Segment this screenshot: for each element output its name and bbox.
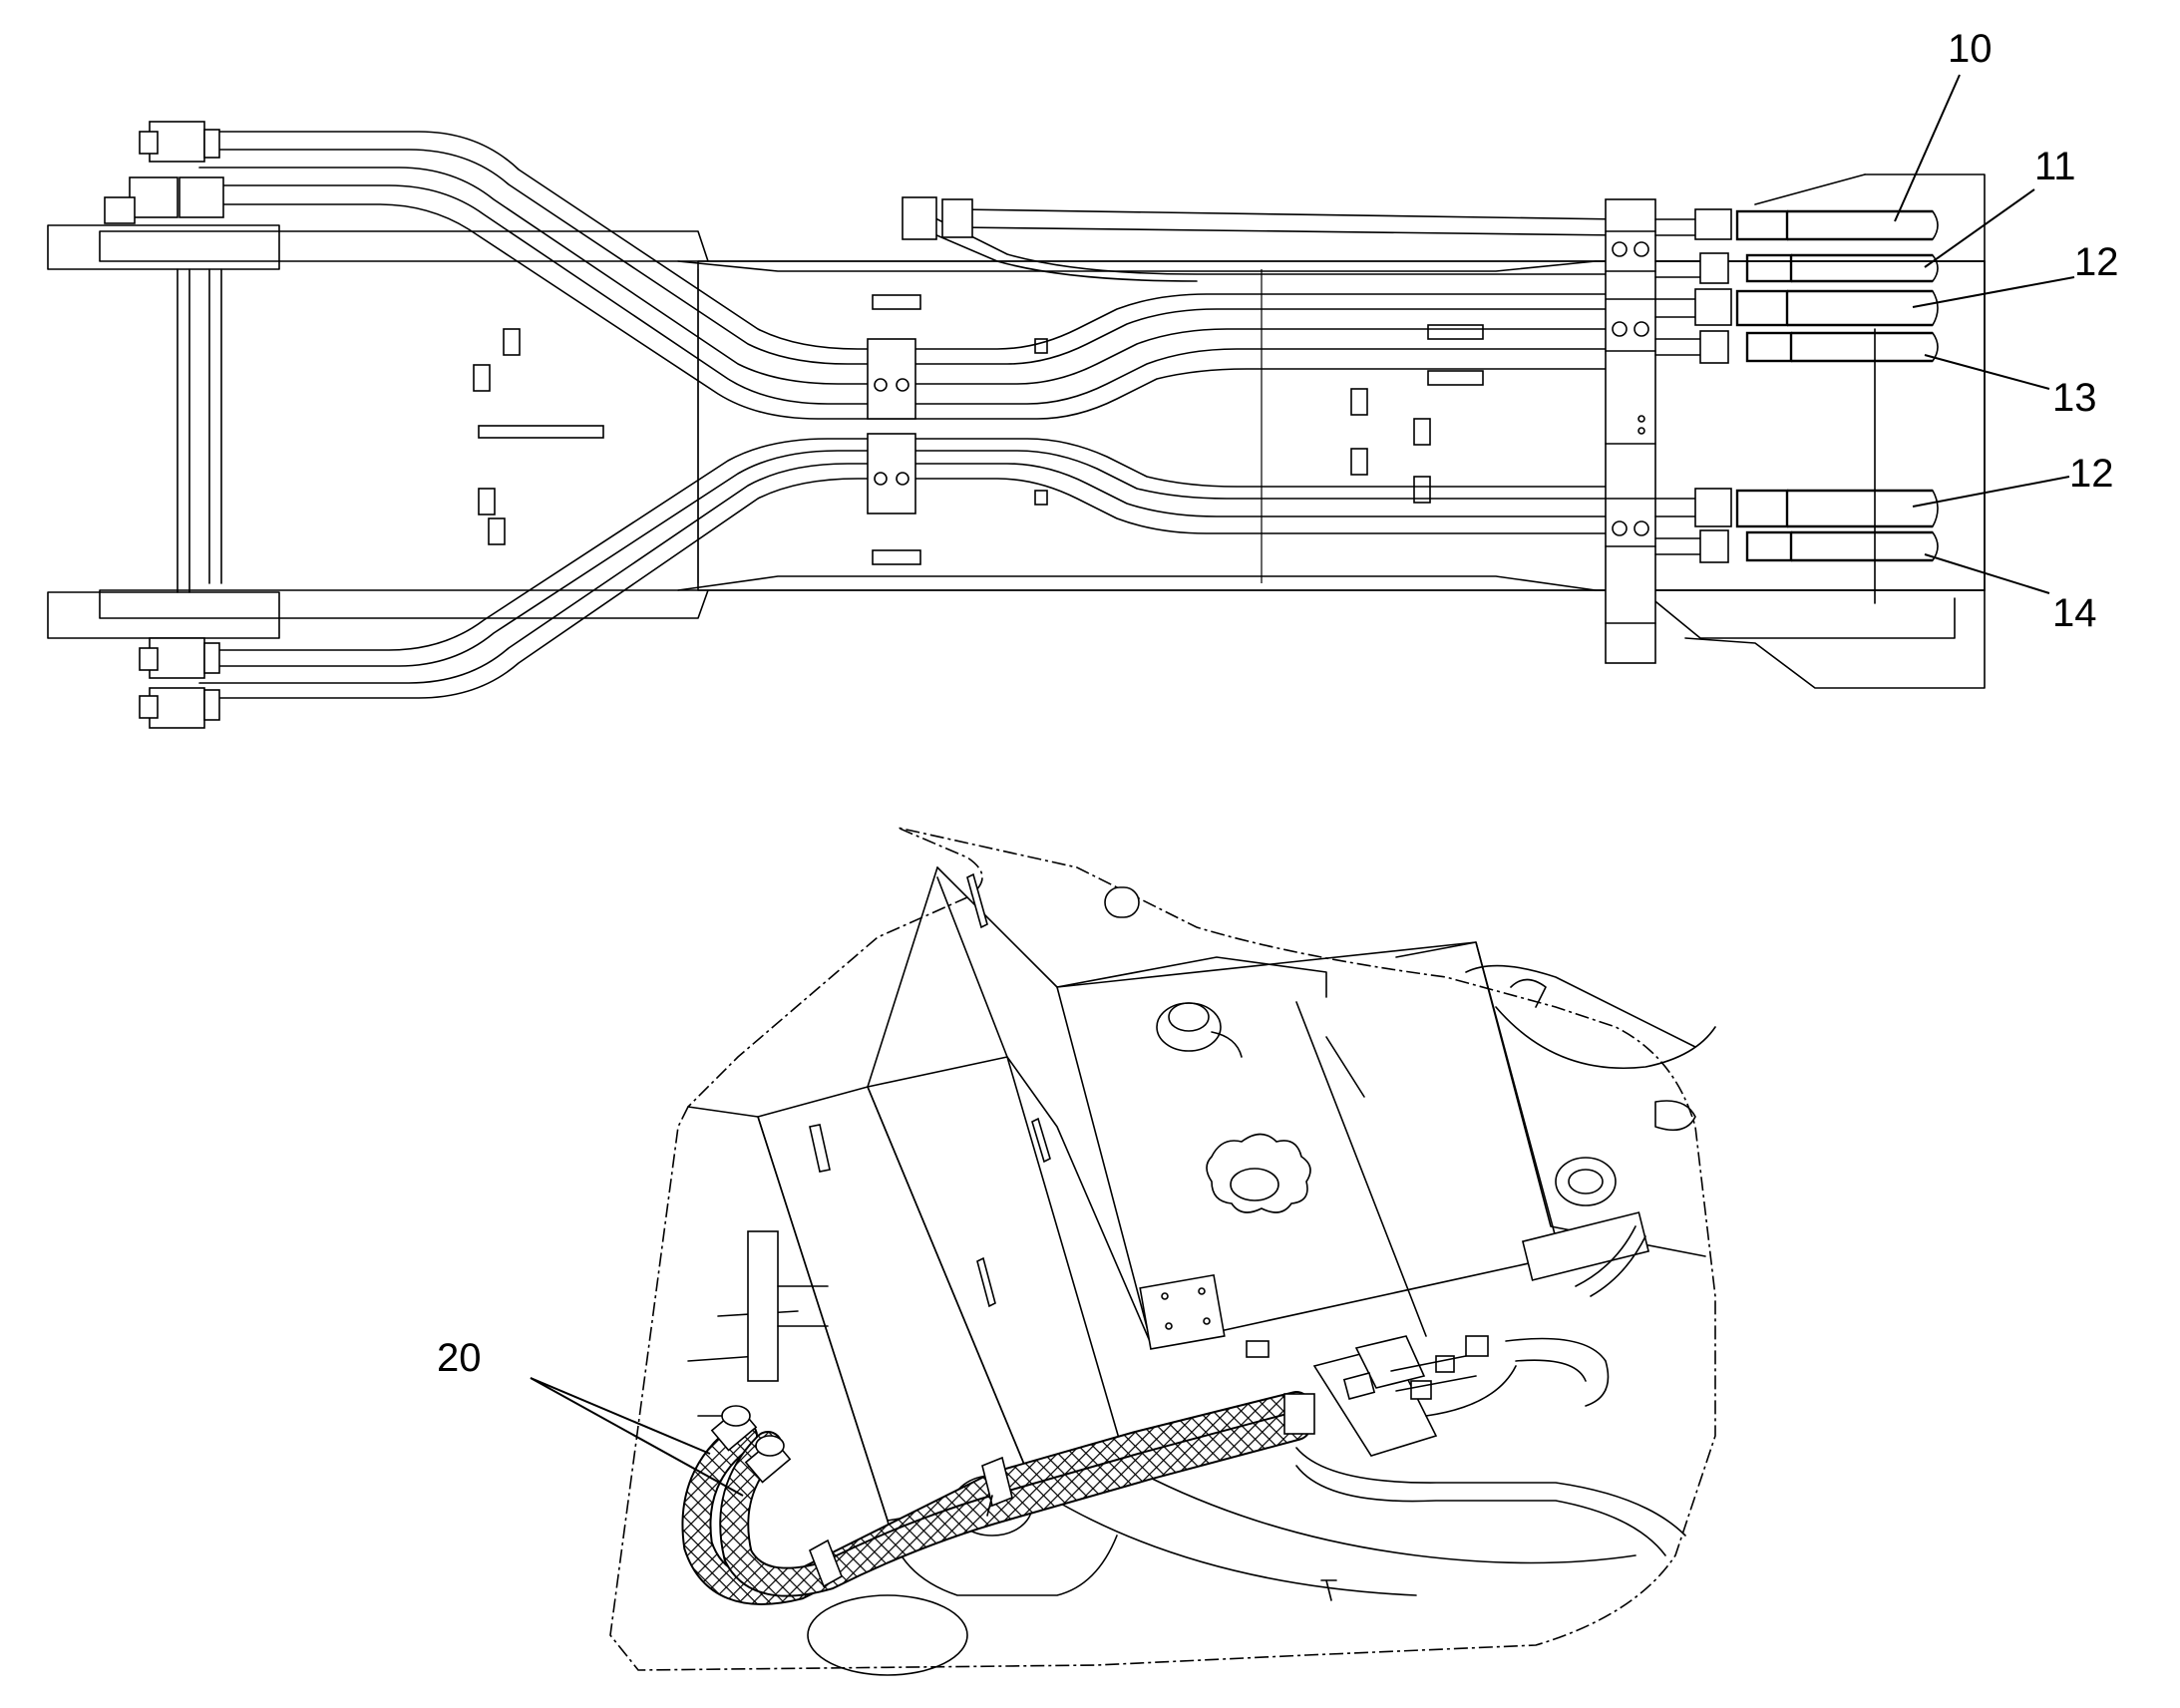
right-structure	[1395, 941, 1716, 1281]
detail-callouts: 20	[437, 1336, 744, 1497]
callout-12-lower: 12	[2069, 452, 2114, 496]
callout-14: 14	[2052, 591, 2097, 635]
frame-mounting-plates	[473, 294, 1484, 565]
braided-hoses-20	[681, 1391, 1315, 1605]
right-manifold	[1605, 198, 1656, 664]
left-cylinder-fittings	[104, 121, 224, 729]
control-valve	[1246, 1225, 1686, 1556]
callout-13: 13	[2052, 376, 2097, 420]
hose-13	[1654, 330, 1939, 364]
right-hose-ends	[1654, 208, 1939, 563]
callout-11: 11	[2034, 145, 2076, 188]
lower-chassis	[687, 1230, 1636, 1676]
top-centre-hose	[902, 196, 1622, 282]
hose-11	[1654, 252, 1939, 284]
valve-detail-view: 20	[437, 827, 1716, 1676]
hose-14	[1654, 529, 1939, 563]
callout-12-upper: 12	[2074, 240, 2119, 284]
upper-hose-bundle	[198, 131, 1622, 420]
callout-10: 10	[1948, 27, 1993, 71]
top-callouts: 10 11 12 13 12 14	[1894, 27, 2119, 635]
hydraulic-tank	[687, 866, 1562, 1522]
hose-12-lower	[1654, 488, 1939, 528]
detail-boundary	[609, 827, 1716, 1671]
frame-outline	[47, 173, 1986, 689]
callout-20: 20	[437, 1336, 482, 1380]
boom-top-view: 10 11 12 13 12 14	[47, 27, 2119, 729]
hose-10	[1654, 208, 1939, 241]
lower-hose-bundle	[198, 438, 1622, 699]
hose-12-upper	[1654, 288, 1939, 327]
hose-clamp-blocks	[867, 338, 916, 514]
